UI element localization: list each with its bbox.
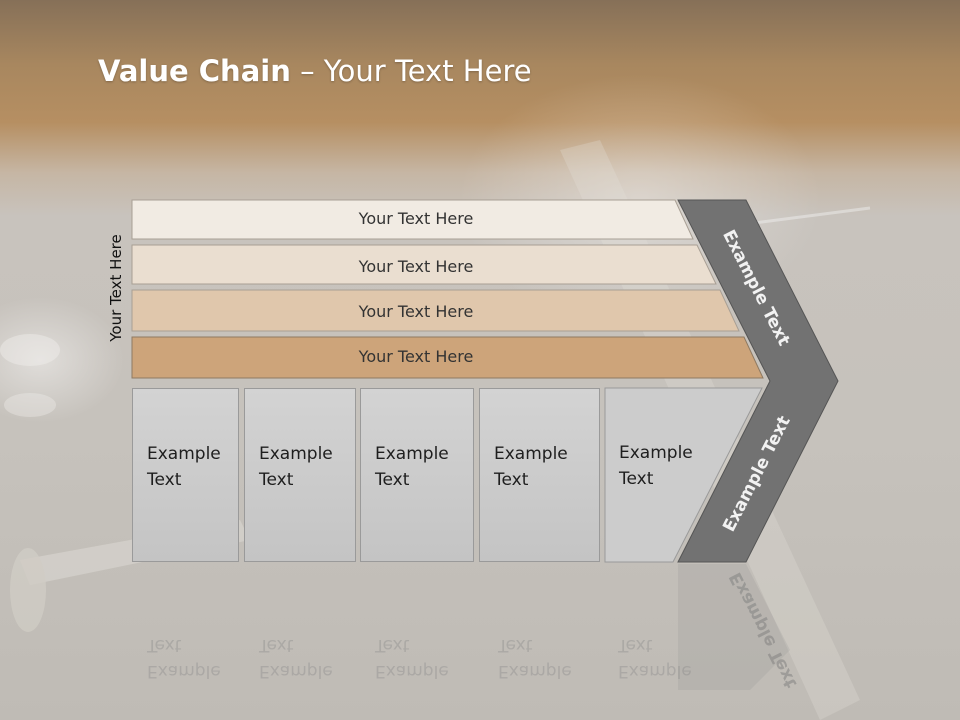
box-5-line1: Example bbox=[619, 443, 693, 463]
bar-2-label: Your Text Here bbox=[358, 257, 474, 276]
box-1-line2: Text bbox=[147, 470, 182, 490]
chevron-shape bbox=[677, 199, 839, 563]
bar-3 bbox=[131, 289, 740, 332]
box-2-line1: Example bbox=[259, 444, 333, 464]
bar-2 bbox=[131, 244, 717, 285]
chevron-reflection bbox=[678, 564, 790, 690]
box-4-line1: Example bbox=[494, 444, 568, 464]
box-3-line1: Example bbox=[375, 444, 449, 464]
title-bold: Value Chain bbox=[98, 54, 291, 88]
box-4-line2: Text bbox=[494, 470, 529, 490]
box-5-line2: Text bbox=[619, 469, 654, 489]
box-5-shape bbox=[604, 387, 763, 563]
box-2-line2: Text bbox=[259, 470, 294, 490]
bar-3-label: Your Text Here bbox=[358, 302, 474, 321]
title-rest: – Your Text Here bbox=[290, 54, 532, 88]
bar-4 bbox=[131, 336, 764, 379]
bar-1-label: Your Text Here bbox=[358, 209, 474, 228]
bar-4-label: Your Text Here bbox=[358, 347, 474, 366]
bar-1 bbox=[131, 199, 694, 240]
box-1-line1: Example bbox=[147, 444, 221, 464]
slide-title: Value Chain – Your Text Here bbox=[98, 54, 532, 88]
box-3-line2: Text bbox=[375, 470, 410, 490]
